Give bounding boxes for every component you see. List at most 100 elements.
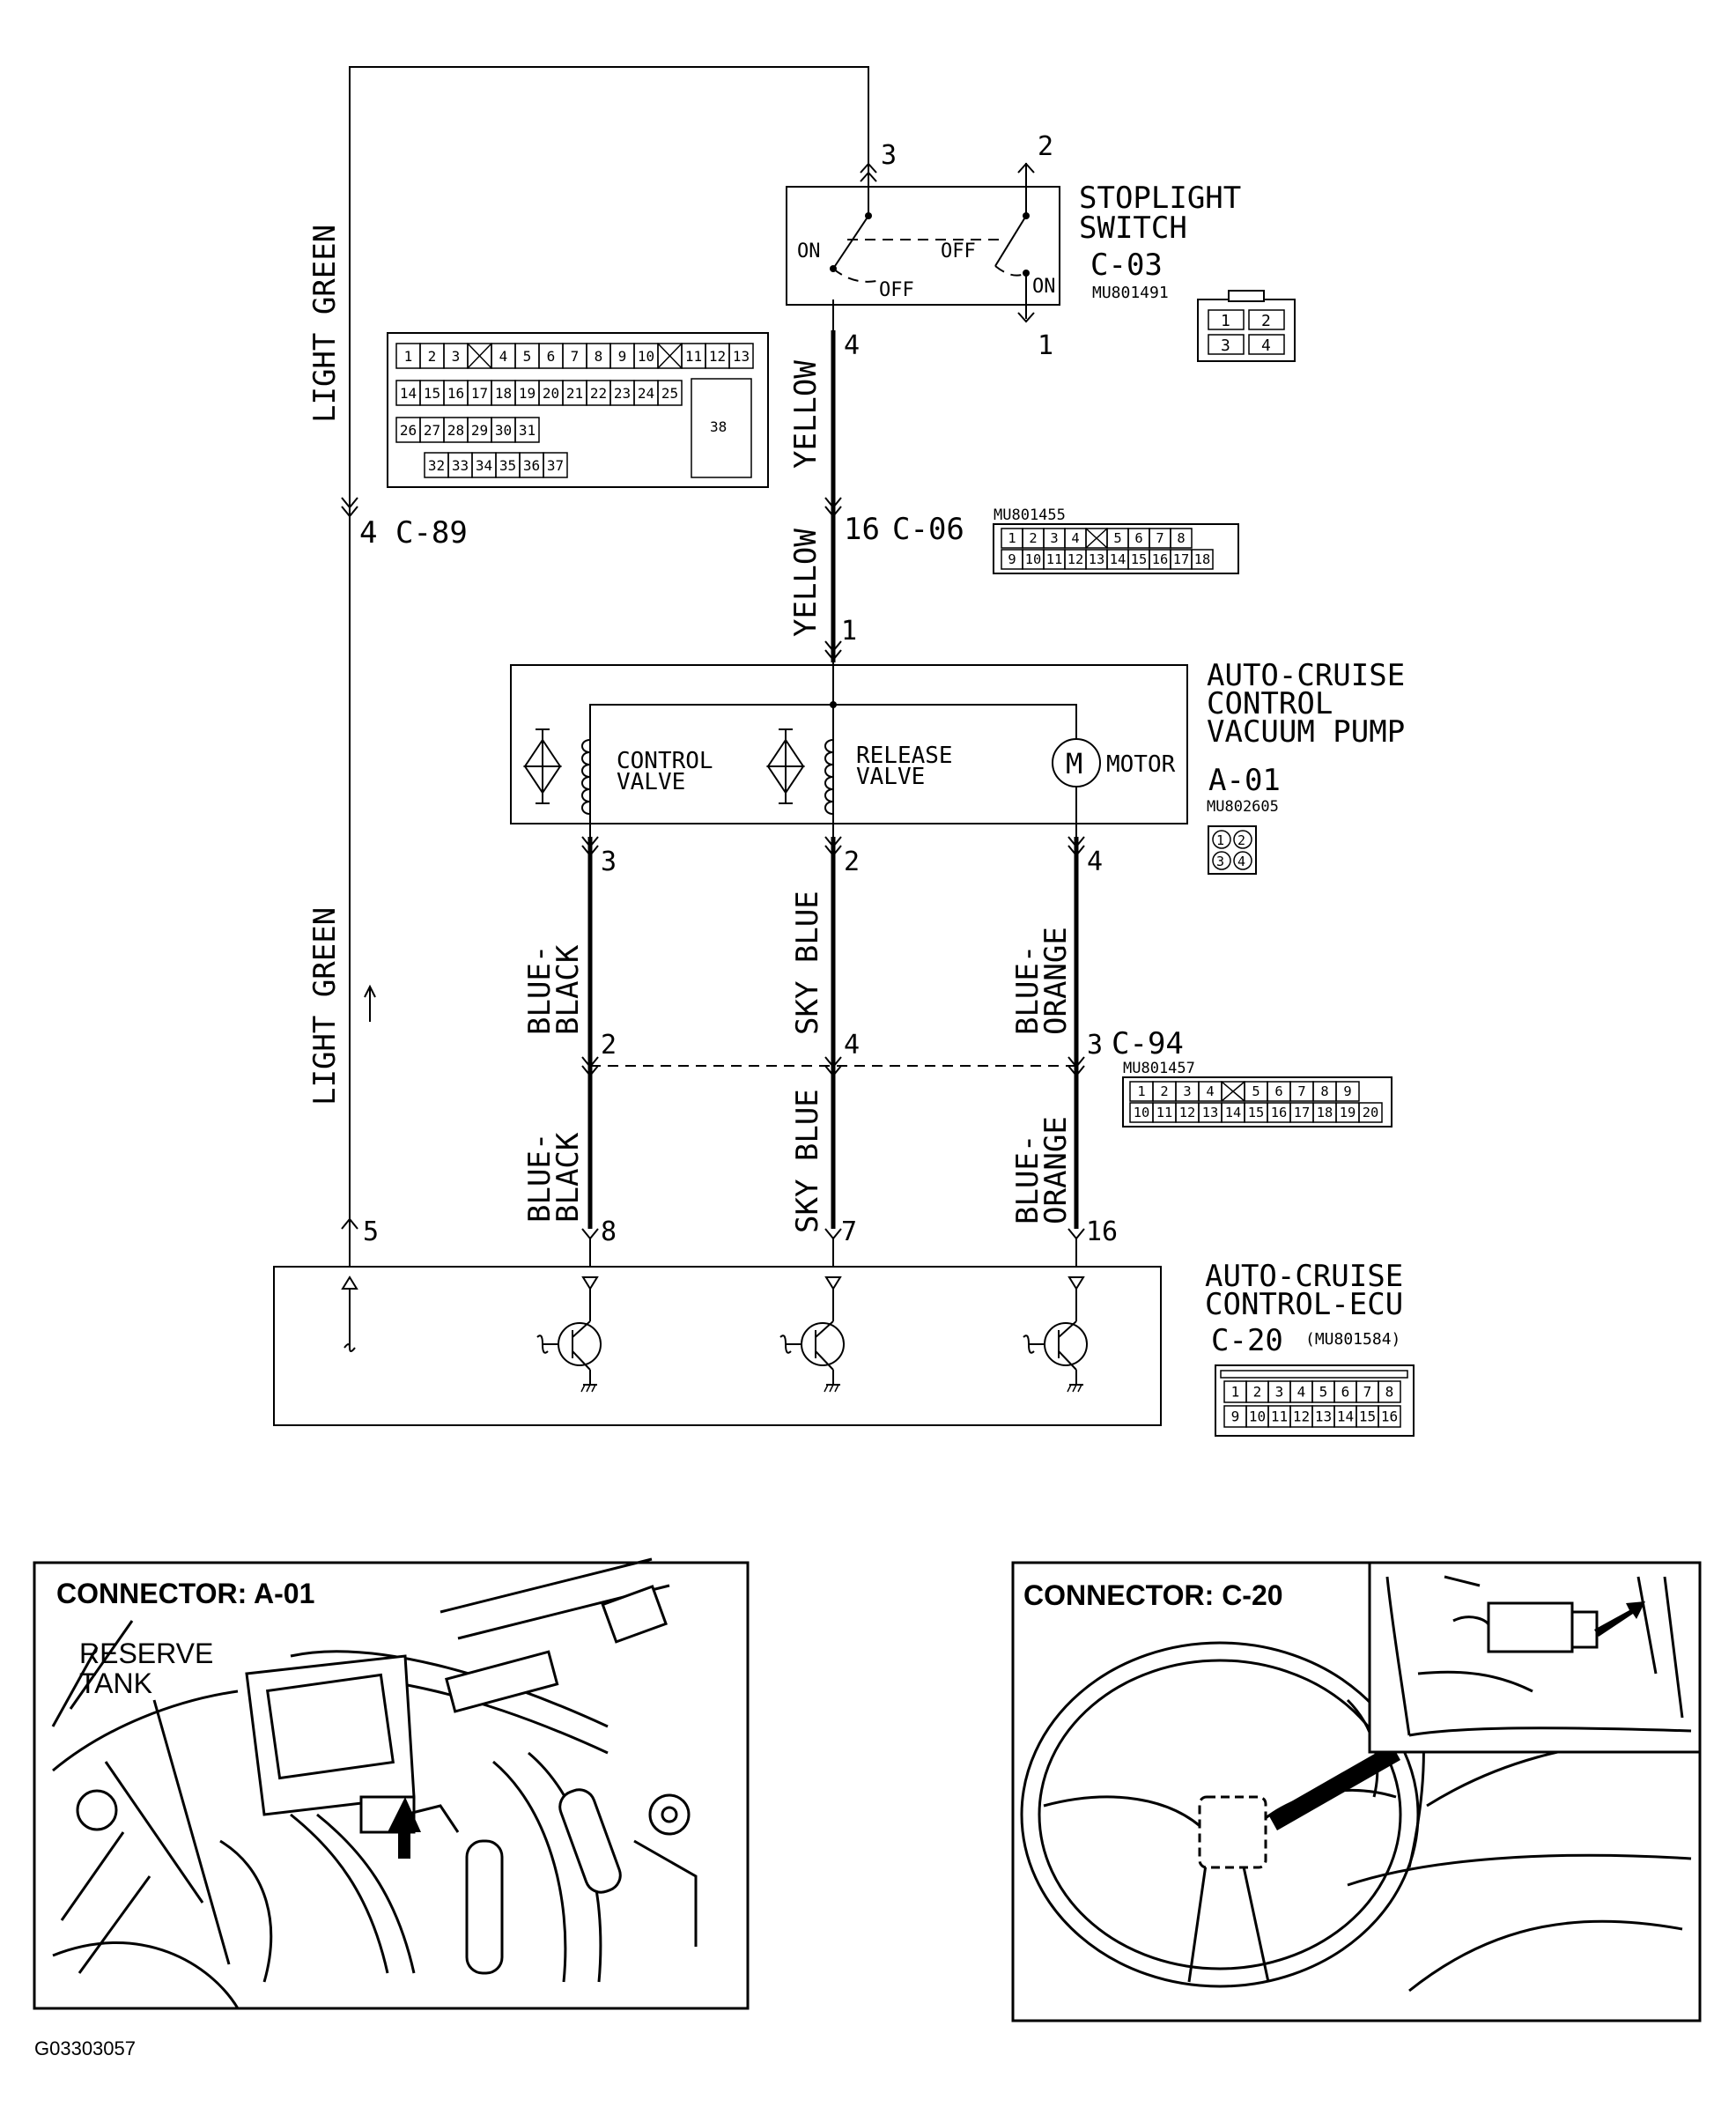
svg-text:7: 7 <box>841 1216 857 1247</box>
connector-cavity <box>1378 1405 1401 1428</box>
connector-pin-number: 13 <box>1089 551 1105 567</box>
label-light-green-top: LIGHT GREEN <box>307 225 343 423</box>
svg-text:38: 38 <box>710 418 727 435</box>
svg-text:STOPLIGHT: STOPLIGHT <box>1079 181 1241 216</box>
a01-connector-face: 1 2 3 4 <box>1208 825 1257 875</box>
connector-chevrons <box>341 497 1085 1240</box>
connector-pin-number: 28 <box>447 422 464 439</box>
connector-pin-number: 3 <box>452 348 461 365</box>
connector-pin-number: 13 <box>1202 1105 1219 1120</box>
connector-pin-number: 17 <box>1173 551 1190 567</box>
connector-pin-number: 12 <box>1067 551 1084 567</box>
connector-pin-number: 6 <box>1134 530 1142 546</box>
connector-pin-number: 4 <box>1297 1383 1306 1400</box>
connector-pin-number: 5 <box>1319 1383 1328 1400</box>
c94-pin-right: 3 <box>1087 1030 1103 1061</box>
svg-text:1: 1 <box>1216 832 1224 848</box>
svg-text:CONTROL-ECU: CONTROL-ECU <box>1205 1287 1403 1322</box>
connector-pin-number: 19 <box>1340 1105 1356 1120</box>
c89-junction-label: 4 C-89 <box>359 515 468 551</box>
svg-text:AUTO-CRUISE: AUTO-CRUISE <box>1205 1259 1403 1294</box>
connector-pin-number: 2 <box>1253 1383 1262 1400</box>
svg-text:CONTROL: CONTROL <box>1207 686 1333 721</box>
connector-pin-number: 27 <box>424 422 440 439</box>
svg-text:RESERVE: RESERVE <box>79 1638 213 1669</box>
svg-text:ON: ON <box>797 240 821 262</box>
connector-cavity <box>1358 1102 1383 1123</box>
c06-pin-top: 16 <box>844 512 880 547</box>
connector-pin-number: 10 <box>1025 551 1042 567</box>
connector-pin-number: 12 <box>709 348 726 365</box>
connector-pin-number: 11 <box>1271 1408 1288 1424</box>
svg-text:M: M <box>1066 747 1082 780</box>
connector-pin-number: 14 <box>400 385 417 402</box>
blank-cavity-mark <box>1085 528 1108 549</box>
label-yellow-top: YELLOW <box>788 360 824 469</box>
connector-pin-number: 11 <box>1156 1105 1173 1120</box>
connector-pin-number: 3 <box>1183 1083 1191 1099</box>
connector-pin-number: 13 <box>733 348 750 365</box>
connector-pin-number: 6 <box>1274 1083 1282 1099</box>
blank-cavity-mark <box>467 343 492 369</box>
connector-pin-number: 34 <box>476 457 492 474</box>
connector-pin-number: 7 <box>1363 1383 1372 1400</box>
svg-text:SWITCH: SWITCH <box>1079 211 1187 246</box>
photo-connector-c20: CONNECTOR: C-20 <box>1011 1561 1702 2022</box>
connector-pin-number: 15 <box>1248 1105 1265 1120</box>
connector-pin-number: 24 <box>638 385 654 402</box>
connector-pin-number: 21 <box>566 385 583 402</box>
connector-pin-number: 15 <box>1359 1408 1376 1424</box>
inset-detail-illustration <box>1385 1575 1692 1737</box>
connector-pin-number: 12 <box>1179 1105 1196 1120</box>
connector-pin-number: 3 <box>1275 1383 1284 1400</box>
c94-label: C-94 <box>1112 1026 1184 1061</box>
figure-id: G03303057 <box>34 2037 136 2059</box>
stoplight-switch: ON OFF OFF ON 3 2 4 1 STOPLIGHT SWITCH C… <box>786 131 1241 361</box>
connector-pin-number: 31 <box>519 422 536 439</box>
wire-light-green <box>349 66 869 1229</box>
svg-text:OFF: OFF <box>879 279 914 301</box>
svg-text:AUTO-CRUISE: AUTO-CRUISE <box>1207 658 1405 693</box>
connector-pin-number: 17 <box>471 385 488 402</box>
svg-text:VACUUM PUMP: VACUUM PUMP <box>1207 714 1405 750</box>
connector-pin-number: 15 <box>1131 551 1148 567</box>
ecu-transistor-driver <box>1023 1276 1088 1393</box>
pointer-icon <box>1268 1744 1400 1830</box>
svg-text:ORANGE: ORANGE <box>1038 927 1074 1035</box>
connector-cavity <box>543 452 568 478</box>
connector-pin-number: 6 <box>1341 1383 1350 1400</box>
connector-pin-number: 9 <box>1343 1083 1351 1099</box>
connector-pin-number: 20 <box>1363 1105 1379 1120</box>
connector-pin-number: 4 <box>499 348 508 365</box>
connector-cavity <box>728 343 754 369</box>
connector-pin-number: 13 <box>1315 1408 1332 1424</box>
connector-pin-number: 2 <box>428 348 437 365</box>
c94-pin-mid: 4 <box>844 1030 860 1061</box>
svg-text:8: 8 <box>601 1216 617 1247</box>
svg-text:2: 2 <box>844 847 860 877</box>
connector-pin-number: 8 <box>1177 530 1185 546</box>
svg-text:MU802605: MU802605 <box>1207 798 1279 816</box>
connector-cavity <box>1378 1380 1401 1403</box>
svg-text:VALVE: VALVE <box>856 764 925 790</box>
vacuum-pump: M CONTROL VALVE RELEASE VALVE MOTOR AUTO… <box>510 616 1405 877</box>
connector-pin-number: 11 <box>1046 551 1063 567</box>
connector-cavity <box>657 380 683 406</box>
svg-text:CONNECTOR: A-01: CONNECTOR: A-01 <box>56 1578 314 1609</box>
connector-pin-number: 5 <box>1113 530 1121 546</box>
connector-pin-number: 18 <box>1317 1105 1333 1120</box>
connector-pin-number: 10 <box>638 348 654 365</box>
svg-text:(MU801584): (MU801584) <box>1305 1330 1400 1349</box>
label-sky-blue-top: SKY BLUE <box>790 891 825 1035</box>
connector-pin-number: 19 <box>519 385 536 402</box>
c94-part-no: MU801457 <box>1123 1060 1195 1077</box>
connector-pin-number: 30 <box>495 422 512 439</box>
connector-pin-number: 5 <box>523 348 532 365</box>
svg-text:BLUE-: BLUE- <box>1010 945 1045 1035</box>
svg-text:VALVE: VALVE <box>617 769 685 795</box>
connector-pin-number: 23 <box>614 385 631 402</box>
connector-pin-number: 1 <box>1231 1383 1240 1400</box>
